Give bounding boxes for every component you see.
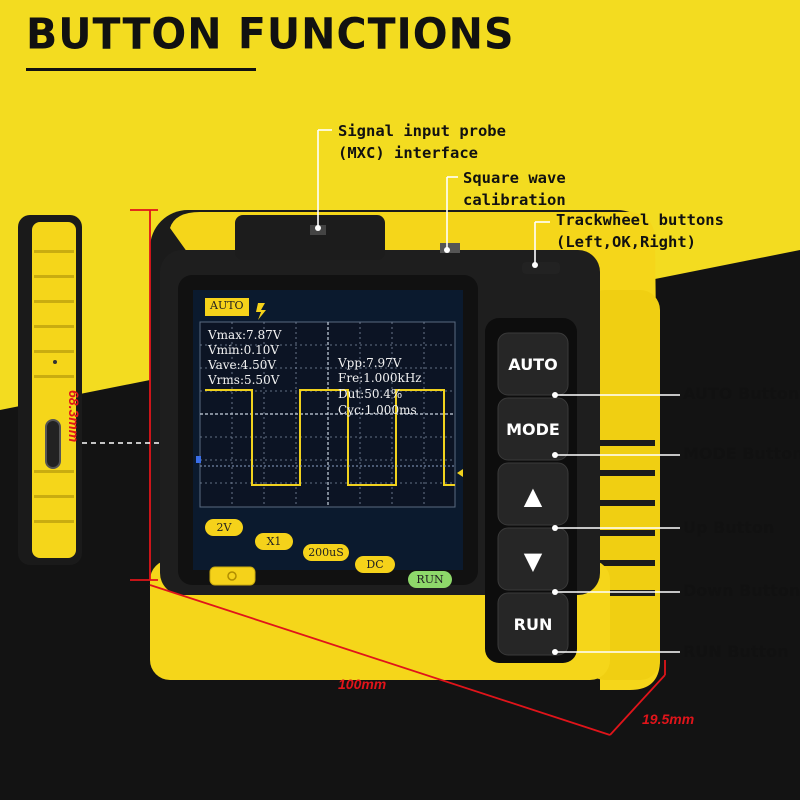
screen-cycle: Cyc:1.000ms (338, 403, 417, 417)
screen-duty: Dut:50.4% (338, 387, 403, 401)
screen-freq: Fre:1.000kHz (338, 371, 422, 385)
run-button[interactable]: RUN (513, 615, 553, 634)
screen-vrms: Vrms:5.50V (208, 373, 280, 387)
trackwheel (522, 262, 560, 274)
power-button (209, 566, 256, 586)
callout-trackwheel-line2: (Left,OK,Right) (556, 233, 696, 251)
mode-button-shape (497, 397, 569, 461)
auto-button-shape (497, 332, 569, 396)
callout-square-wave-line2: calibration (463, 191, 566, 209)
main-device (150, 210, 660, 690)
usb-c-port (45, 419, 61, 469)
screen-vpp: Vpp:7.97V (338, 356, 402, 370)
callout-up-button: Up Button (683, 518, 775, 537)
screen-pill-probe: X1 (255, 533, 293, 550)
probe-connector (235, 215, 385, 260)
down-button[interactable]: ▼ (523, 547, 543, 575)
side-view-device (18, 215, 82, 565)
callout-run-button: RUN Button (683, 642, 789, 661)
screen-vmin: Vmin:0.10V (208, 343, 280, 357)
screen-pill-volts: 2V (205, 519, 243, 536)
callout-square-wave-line1: Square wave (463, 169, 566, 187)
callout-square-wave: Square wave calibration (463, 167, 566, 211)
callout-auto-button: AUTO Button (683, 384, 800, 403)
callout-mode-button: MODE Button (683, 444, 800, 463)
callout-signal-probe-line2: (MXC) interface (338, 144, 478, 162)
auto-button[interactable]: AUTO (508, 355, 558, 374)
screen-vmax: Vmax:7.87V (208, 328, 282, 342)
title-underline (26, 68, 256, 71)
up-button[interactable]: ▲ (523, 482, 543, 510)
callout-down-button: Down Button (683, 581, 800, 600)
callout-signal-probe-line1: Signal input probe (338, 122, 506, 140)
square-wave-trace (205, 389, 455, 486)
mode-button[interactable]: MODE (506, 420, 560, 439)
screen-pill-run: RUN (408, 571, 452, 588)
run-button-shape (497, 592, 569, 656)
up-button-shape (497, 462, 569, 526)
screen-pill-coupling: DC (355, 556, 395, 573)
callout-signal-probe: Signal input probe (MXC) interface (338, 120, 506, 164)
calibration-terminal (440, 243, 460, 253)
down-button-shape (497, 527, 569, 591)
callout-trackwheel: Trackwheel buttons (Left,OK,Right) (556, 209, 724, 253)
dimension-depth: 19.5mm (642, 711, 695, 727)
screen-vave: Vave:4.50V (208, 358, 277, 372)
screen-pill-timebase: 200uS (303, 544, 349, 561)
callout-trackwheel-line1: Trackwheel buttons (556, 211, 724, 229)
screen-mode-tab: AUTO (210, 299, 244, 312)
dimension-height: 68.3mm (66, 390, 82, 443)
page-title: BUTTON FUNCTIONS (26, 8, 515, 60)
dimension-width: 100mm (338, 676, 387, 692)
